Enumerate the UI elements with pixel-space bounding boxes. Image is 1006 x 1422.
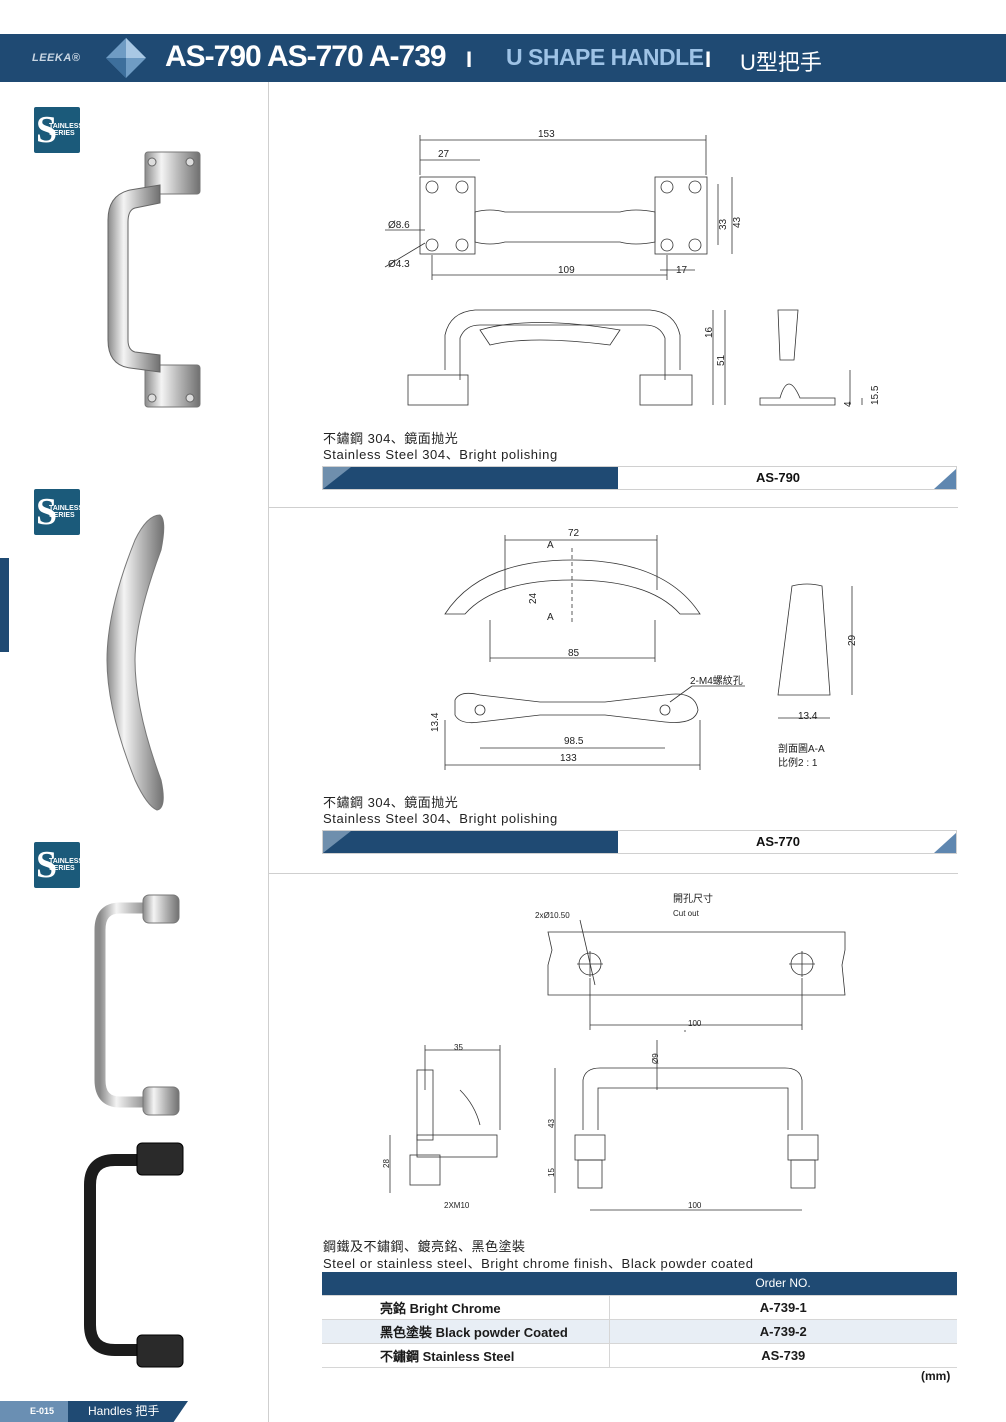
svg-text:27: 27 [438, 149, 450, 160]
brand-logo-text: LEEKA® [32, 52, 81, 64]
svg-text:17: 17 [676, 265, 688, 276]
svg-text:43: 43 [547, 1119, 556, 1128]
as790-technical-drawing: 153 27 Ø8.6 Ø4.3 109 17 33 43 16 51 4 15… [384, 129, 881, 407]
svg-text:Cut out: Cut out [673, 909, 700, 918]
svg-text:13.4: 13.4 [430, 712, 441, 732]
svg-text:A: A [547, 540, 554, 551]
model-code: AS-790 [755, 470, 801, 485]
page-header: LEEKA® AS-790 AS-770 A-739 I U SHAPE HAN… [0, 34, 1006, 82]
svg-text:Ø8.6: Ø8.6 [388, 220, 410, 231]
model-code-bar: AS-790 [322, 466, 957, 490]
brand-diamond-icon [106, 38, 146, 78]
table-row: 亮銘 Bright Chrome A-739-1 [322, 1295, 957, 1320]
page-number: E-015 [0, 1401, 68, 1422]
a739-black-handle-photo [84, 1142, 184, 1368]
svg-text:100: 100 [688, 1019, 702, 1028]
svg-text:剖面圖A-A: 剖面圖A-A [778, 742, 825, 755]
svg-text:51: 51 [716, 354, 727, 366]
svg-text:16: 16 [704, 326, 715, 338]
column-divider [268, 82, 269, 1422]
svg-text:29: 29 [847, 634, 858, 646]
material-caption-en: Stainless Steel 304、Bright polishing [323, 811, 558, 826]
svg-text:A: A [547, 612, 554, 623]
a739-technical-drawing: 開孔尺寸 Cut out 2xØ10.50 100 35 Ø9 28 43 15… [382, 892, 846, 1211]
english-title: U SHAPE HANDLE [506, 44, 704, 70]
material-caption-en: Steel or stainless steel、Bright chrome f… [323, 1256, 754, 1271]
material-caption-zh: 鋼鐵及不鏽鋼、鍍亮銘、黑色塗裝 [323, 1239, 526, 1254]
table-row: 不鏽鋼 Stainless Steel AS-739 [322, 1343, 957, 1368]
svg-text:4: 4 [843, 401, 854, 407]
material-caption-zh: 不鏽鋼 304、鏡面抛光 [323, 431, 459, 446]
category-label: Handles 把手 [68, 1401, 188, 1422]
table-row: 黑色塗裝 Black powder Coated A-739-2 [322, 1319, 957, 1344]
order-number-table: Order NO. 亮銘 Bright Chrome A-739-1 黑色塗裝 … [322, 1272, 957, 1368]
model-list-title: AS-790 AS-770 A-739 [165, 40, 447, 73]
as770-handle-photo [106, 514, 165, 811]
as790-handle-photo [107, 151, 201, 408]
material-caption-en: Stainless Steel 304、Bright polishing [323, 447, 558, 462]
svg-text:開孔尺寸: 開孔尺寸 [673, 892, 713, 905]
svg-text:98.5: 98.5 [564, 736, 584, 747]
svg-text:24: 24 [528, 592, 539, 604]
material-caption-zh: 不鏽鋼 304、鏡面抛光 [323, 795, 459, 810]
svg-text:28: 28 [382, 1159, 391, 1168]
svg-text:Ø9: Ø9 [651, 1053, 660, 1064]
svg-text:2-M4螺紋孔: 2-M4螺紋孔 [690, 674, 743, 687]
page-footer: E-015 Handles 把手 [0, 1401, 188, 1422]
svg-text:13.4: 13.4 [798, 711, 818, 722]
svg-text:85: 85 [568, 648, 580, 659]
model-code: AS-770 [755, 834, 801, 849]
svg-text:153: 153 [538, 129, 555, 140]
svg-text:33: 33 [718, 218, 729, 230]
svg-text:72: 72 [568, 528, 580, 539]
svg-text:15: 15 [547, 1168, 556, 1177]
section-divider [268, 507, 958, 508]
svg-text:109: 109 [558, 265, 575, 276]
svg-text:2xØ10.50: 2xØ10.50 [535, 911, 570, 920]
table-header-row: Order NO. [322, 1272, 957, 1296]
svg-text:比例2 : 1: 比例2 : 1 [778, 756, 818, 769]
svg-text:100: 100 [688, 1201, 702, 1210]
svg-text:15.5: 15.5 [870, 385, 881, 405]
svg-text:133: 133 [560, 753, 577, 764]
svg-text:2XM10: 2XM10 [444, 1201, 470, 1210]
side-tab-marker [0, 558, 9, 652]
chinese-title: U型把手 [740, 50, 822, 75]
section-divider [268, 873, 958, 874]
svg-text:35: 35 [454, 1043, 463, 1052]
title-separator: I [705, 47, 712, 72]
a739-chrome-handle-photo [94, 894, 180, 1116]
unit-label: (mm) [921, 1369, 951, 1383]
order-no-header: Order NO. [609, 1272, 957, 1296]
svg-text:43: 43 [732, 216, 743, 228]
title-separator: I [466, 47, 473, 72]
svg-text:Ø4.3: Ø4.3 [388, 259, 410, 270]
as770-technical-drawing: 72 A A 24 85 2-M4螺紋孔 13.4 98.5 133 29 13… [430, 528, 858, 770]
model-code-bar: AS-770 [322, 830, 957, 854]
